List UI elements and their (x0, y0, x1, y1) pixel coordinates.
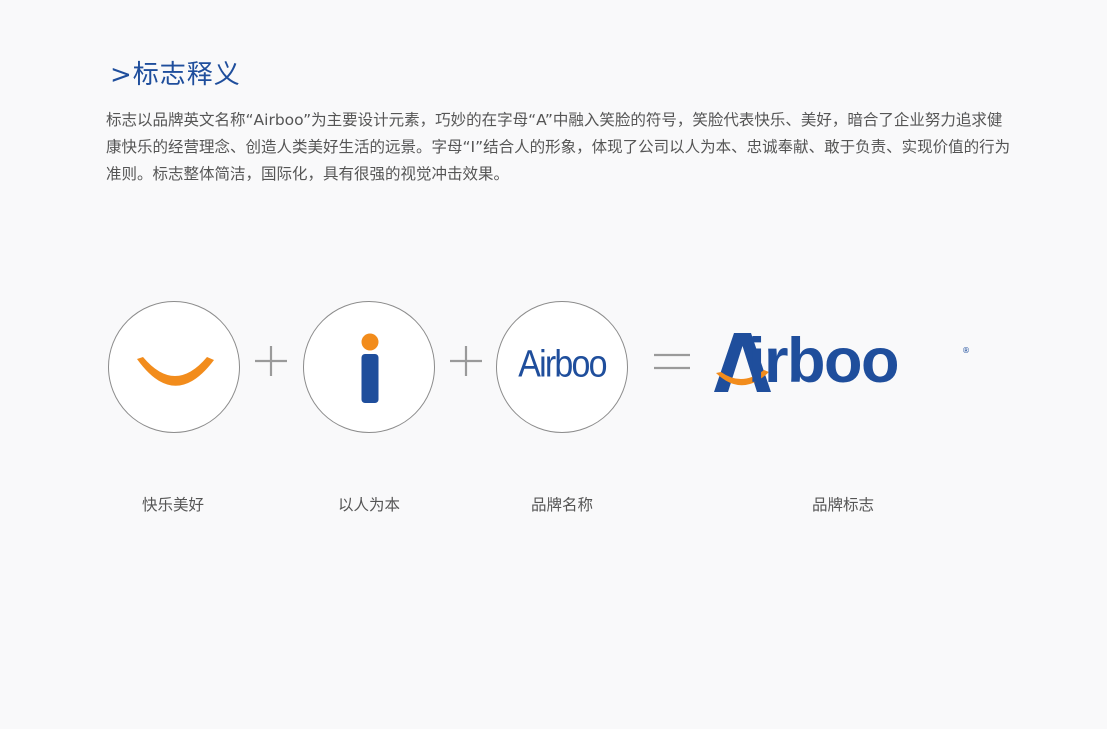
plus-icon (450, 346, 482, 376)
logo-letter-a-icon (714, 333, 771, 392)
label-brand-name: 品牌名称 (530, 496, 593, 514)
brand-name-text: Airboo (518, 342, 607, 386)
label-brand-logo: 品牌标志 (811, 496, 874, 514)
airboo-logo: irboo ® (714, 328, 970, 398)
person-i-circle (303, 301, 435, 433)
registered-mark: ® (962, 346, 970, 355)
equals-icon (654, 353, 690, 370)
section-title: >标志释义 (110, 60, 241, 90)
label-happy: 快乐美好 (141, 496, 204, 514)
smile-circle (108, 301, 240, 433)
label-people-first: 以人为本 (337, 496, 400, 514)
section-description: 标志以品牌英文名称“Airboo”为主要设计元素，巧妙的在字母“A”中融入笑脸的… (106, 111, 1011, 183)
brand-name-circle: Airboo (496, 301, 628, 433)
smile-icon (137, 357, 214, 386)
plus-icon (255, 346, 287, 376)
person-i-icon (361, 333, 379, 403)
logo-wordmark: irboo (748, 326, 899, 396)
